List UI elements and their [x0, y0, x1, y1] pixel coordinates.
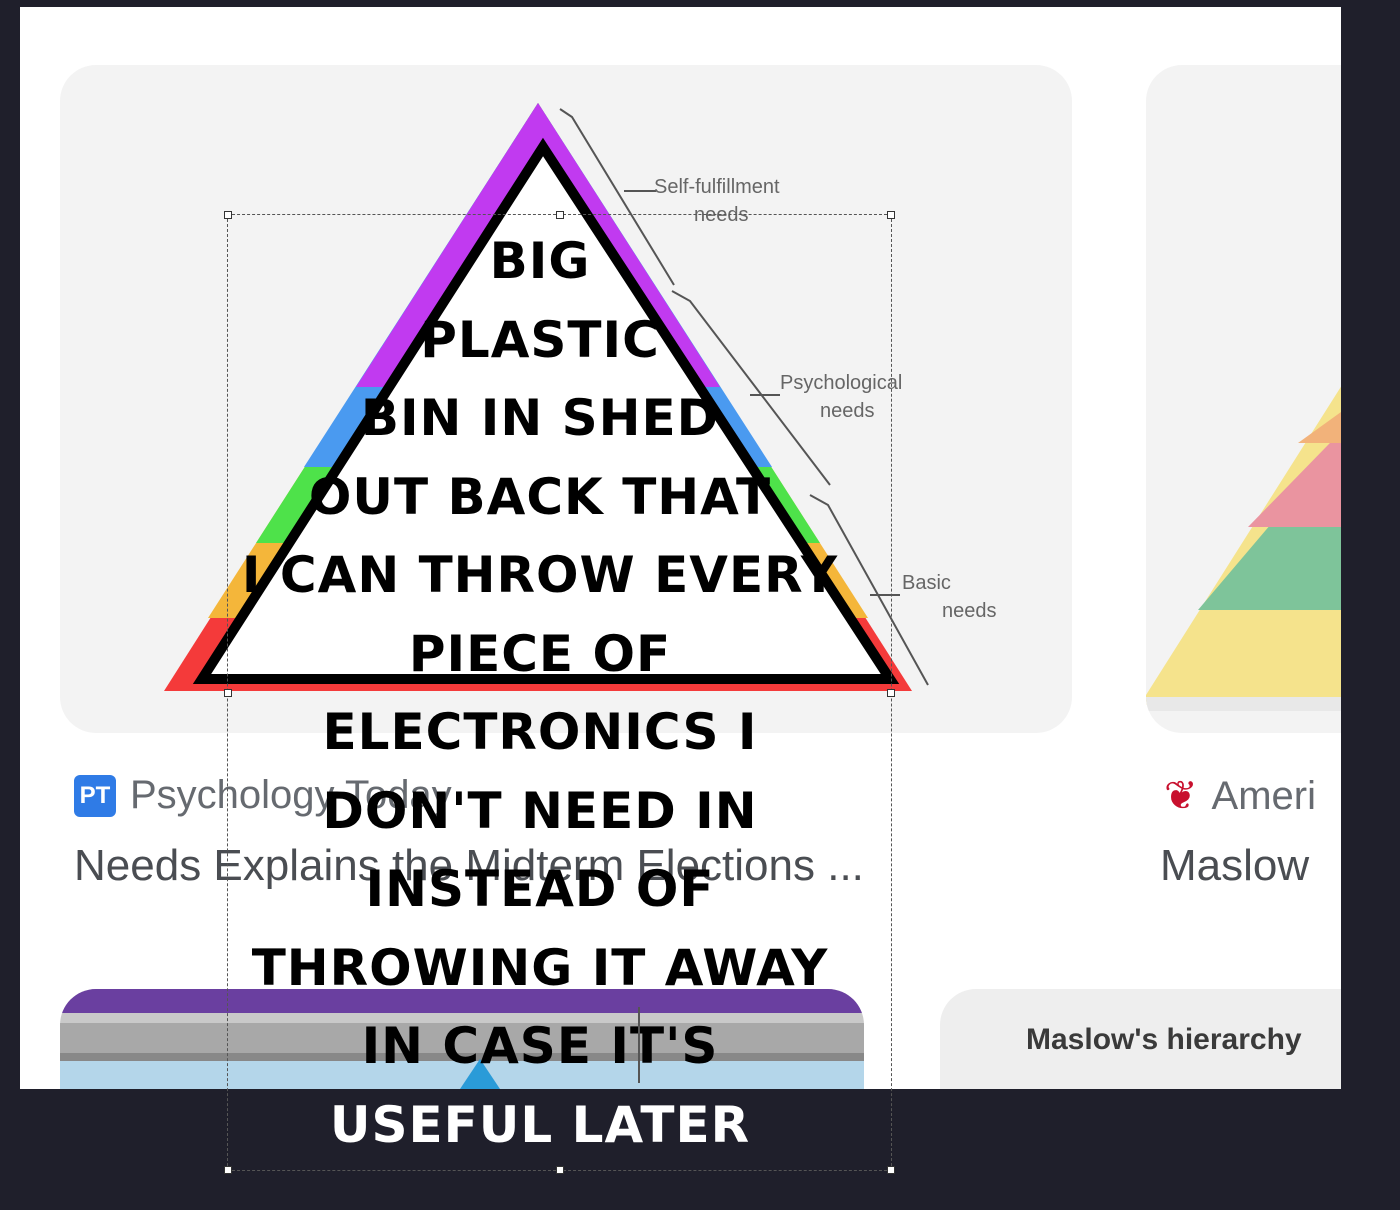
- result-source-1[interactable]: PT Psychology Today: [74, 773, 452, 818]
- meme-line: DON'T NEED IN: [322, 781, 758, 840]
- psychology-today-logo-icon: PT: [74, 774, 116, 817]
- result-image-card-3[interactable]: [60, 989, 864, 1089]
- result-title-1[interactable]: Needs Explains the Midterm Elections ...: [74, 841, 864, 890]
- result-source-name-2: Ameri: [1211, 773, 1316, 818]
- meme-line: OUT BACK THAT: [308, 467, 772, 526]
- result-source-name-1: Psychology Today: [130, 773, 452, 817]
- label-self-fulfillment: Self-fulfillment needs: [654, 176, 785, 226]
- resize-handle-bottom-right[interactable]: [887, 1166, 895, 1174]
- result-image-card-4[interactable]: Maslow's hierarchy: [940, 989, 1341, 1089]
- result-card-4-title: Maslow's hierarchy: [1026, 1023, 1302, 1056]
- meme-line: I CAN THROW EVERY: [241, 546, 839, 604]
- pyramid-illustration: Self-fulfillment needs Psychological nee…: [164, 103, 997, 691]
- label-basic: Basic needs: [902, 572, 997, 622]
- meme-line: USEFUL LATER: [329, 1095, 751, 1154]
- search-results-canvas: Self-fulfillment needs Psychological nee…: [20, 7, 1341, 1089]
- meme-line: THROWING IT AWAY: [251, 938, 829, 997]
- meme-line: PIECE OF: [408, 624, 672, 683]
- meme-line: BIG: [489, 232, 591, 290]
- resize-handle-bottom-left[interactable]: [224, 1166, 232, 1174]
- meme-line: INSTEAD OF: [365, 860, 715, 918]
- result-title-2[interactable]: Maslow: [1160, 841, 1310, 890]
- pyramid-illustration-2: [1146, 386, 1341, 711]
- resize-handle-bottom[interactable]: [556, 1166, 564, 1174]
- result-image-card-1[interactable]: Self-fulfillment needs Psychological nee…: [60, 65, 1072, 733]
- result-image-card-2[interactable]: [1146, 65, 1341, 733]
- result-source-2[interactable]: ❦ Ameri: [1164, 773, 1316, 819]
- meme-line: BIN IN SHED: [360, 389, 720, 447]
- meme-line: PLASTIC: [420, 310, 660, 369]
- meme-caption: BIG PLASTIC BIN IN SHED OUT BACK THAT I …: [200, 222, 880, 1164]
- meme-overlay-triangle: [192, 137, 900, 684]
- label-psychological: Psychological needs: [780, 372, 908, 422]
- meme-line: ELECTRONICS I: [322, 703, 758, 761]
- heart-logo-icon: ❦: [1164, 774, 1198, 818]
- meme-line: IN CASE IT'S: [361, 1017, 719, 1075]
